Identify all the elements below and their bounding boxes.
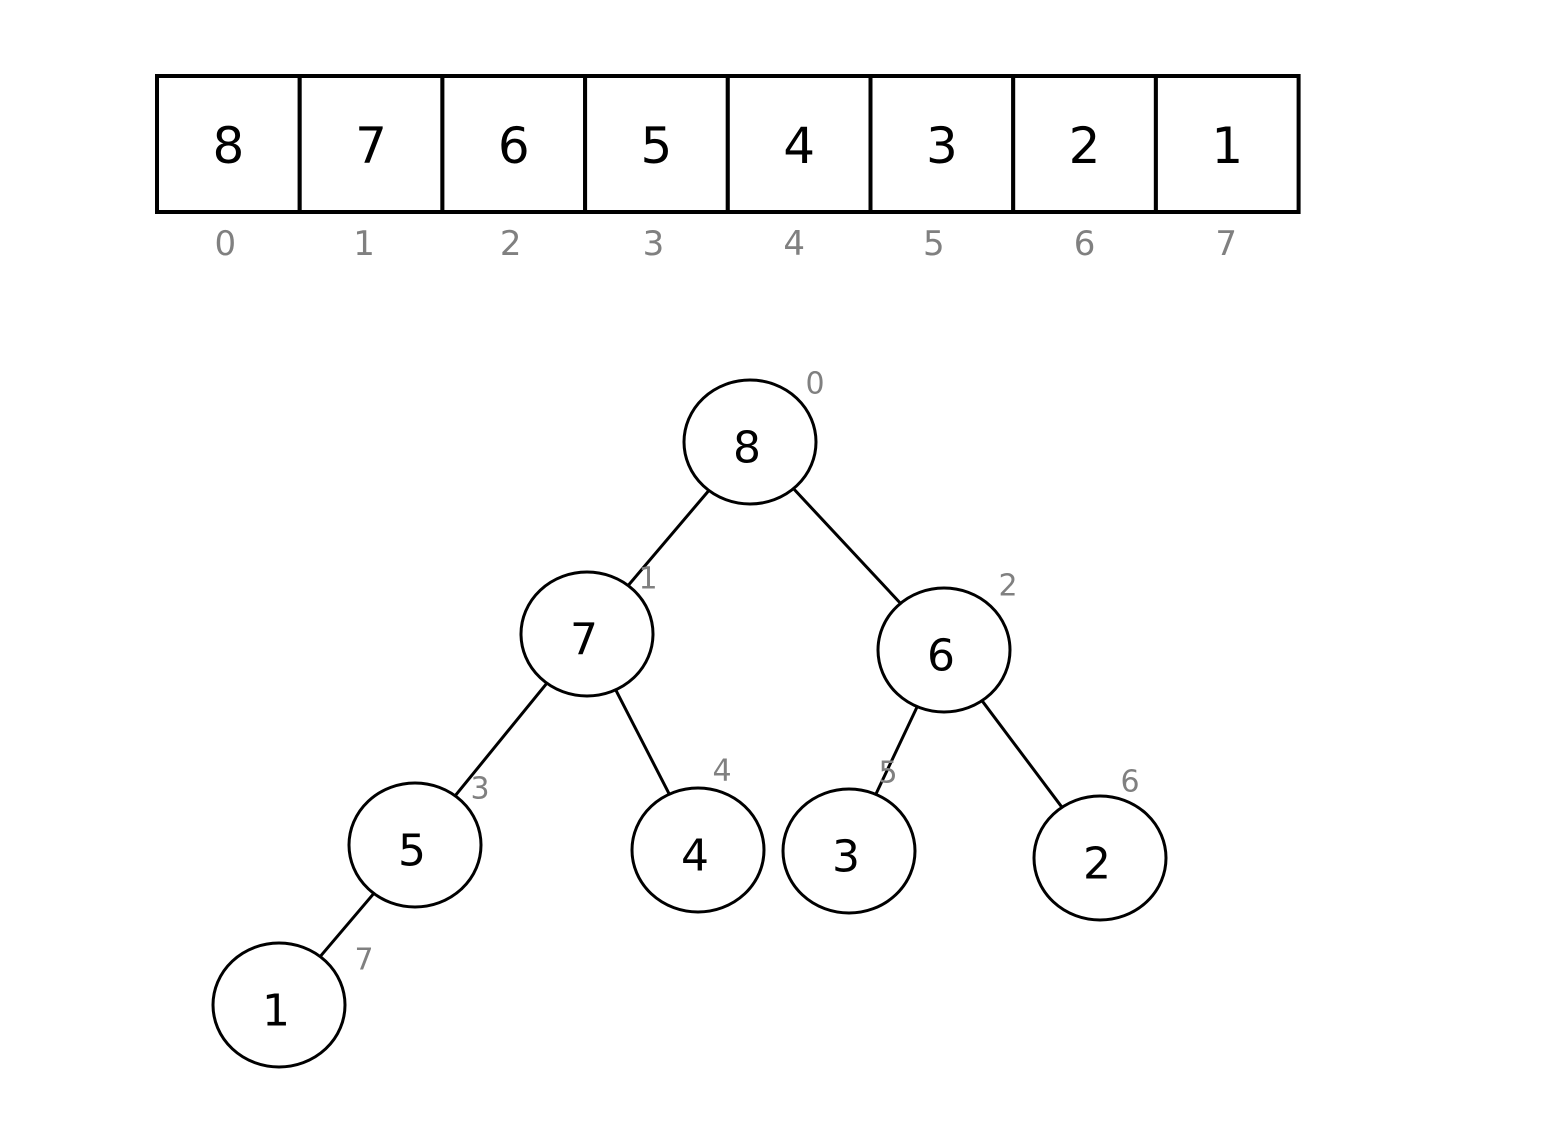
tree-node-index-label: 3 (470, 772, 489, 807)
tree-edges (319, 487, 1064, 958)
tree-node-7 (211, 941, 347, 1069)
tree-node-value: 1 (262, 986, 290, 1037)
array-cell-2 (440, 74, 588, 214)
array-index-label: 0 (215, 224, 237, 264)
array-cell-value: 1 (1211, 117, 1243, 175)
array-representation: 8 0 7 1 6 2 5 3 4 4 3 5 2 6 1 7 (155, 74, 1301, 264)
tree-node-index-label: 7 (354, 943, 373, 978)
array-cell-value: 3 (926, 117, 958, 175)
tree-node-value: 5 (398, 826, 426, 877)
array-index-label: 5 (923, 224, 945, 264)
tree-node-2 (876, 586, 1012, 714)
tree-edge (614, 689, 671, 795)
tree-edge (453, 682, 549, 797)
array-cell-value: 7 (355, 117, 387, 175)
tree-node-index-label: 0 (805, 367, 824, 402)
tree-edge (874, 706, 919, 795)
tree-edge (980, 699, 1064, 809)
array-cell-6 (1011, 74, 1158, 214)
array-cell-value: 6 (498, 117, 530, 175)
tree-node-index-label: 4 (712, 754, 731, 789)
tree-edge (319, 892, 375, 958)
tree-node-5 (781, 787, 917, 915)
array-index-label: 1 (353, 224, 375, 264)
tree-node-index-label: 1 (638, 562, 657, 597)
tree-node-3 (347, 781, 483, 909)
array-index-label: 6 (1074, 224, 1096, 264)
array-cell-4 (725, 74, 873, 214)
tree-node-4 (630, 786, 766, 914)
tree-node-1 (519, 570, 655, 698)
tree-edge (792, 487, 902, 605)
array-cell-5 (868, 74, 1016, 214)
tree-node-index-label: 5 (878, 756, 897, 791)
array-cell-0 (155, 74, 302, 214)
tree-node-value: 8 (733, 423, 761, 474)
array-cell-value: 5 (641, 117, 673, 175)
tree-node-value: 4 (681, 831, 709, 882)
array-cell-value: 2 (1069, 117, 1101, 175)
tree-node-value: 7 (570, 615, 598, 666)
array-cell-1 (297, 74, 445, 214)
array-cell-value: 8 (212, 117, 244, 175)
tree-node-index-label: 2 (998, 569, 1017, 604)
array-cell-value: 4 (783, 117, 815, 175)
array-index-label: 2 (500, 224, 522, 264)
tree-edge (627, 489, 710, 587)
array-index-label: 4 (783, 224, 805, 264)
tree-nodes: 8 0 7 1 6 2 5 3 4 4 3 5 2 6 1 7 (211, 367, 1168, 1069)
tree-node-index-label: 6 (1120, 765, 1139, 800)
tree-node-value: 2 (1083, 839, 1111, 890)
tree-node-6 (1032, 794, 1168, 922)
array-index-label: 7 (1215, 224, 1237, 264)
array-cell-7 (1153, 74, 1301, 214)
tree-node-value: 6 (927, 631, 955, 682)
array-index-label: 3 (643, 224, 665, 264)
tree-node-0 (682, 378, 818, 506)
tree-node-value: 3 (832, 832, 860, 883)
